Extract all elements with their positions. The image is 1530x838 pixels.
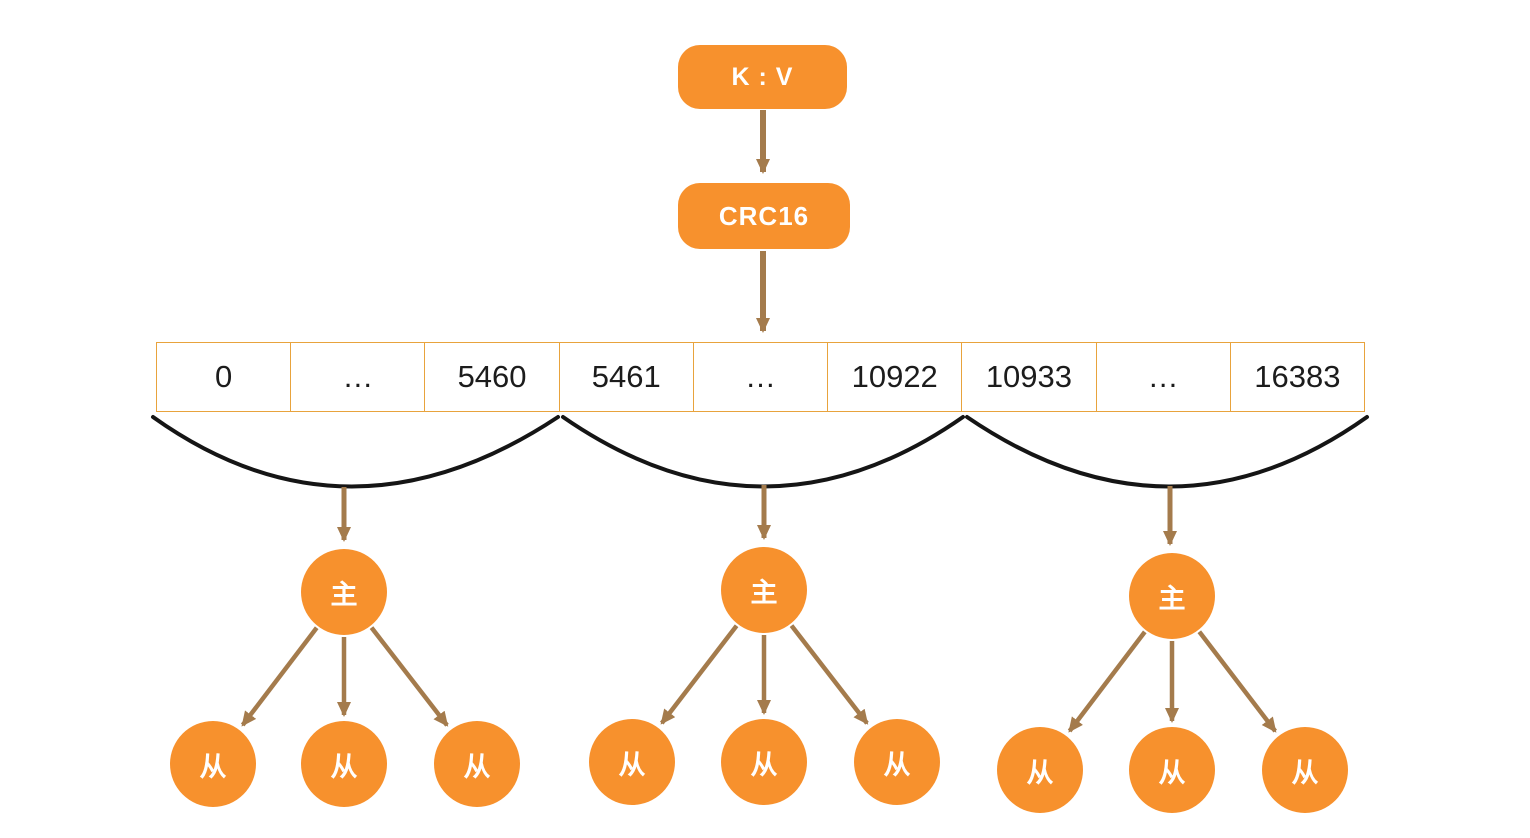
- slave-node-3-1: 从: [997, 727, 1083, 813]
- arrow-master3-to-slave1: [1067, 630, 1147, 733]
- arrow-master1-to-slave3: [369, 626, 449, 727]
- slave-node-3-3: 从: [1262, 727, 1348, 813]
- slave-node-1-1: 从: [170, 721, 256, 807]
- slot-cell-16383: 16383: [1254, 359, 1341, 394]
- master-node-3-label: 主: [1158, 583, 1186, 614]
- slave-node-1-3-label: 从: [463, 751, 491, 782]
- slot-cell-ellipsis-1: …: [291, 343, 426, 411]
- slave-node-1-1-label: 从: [199, 751, 227, 782]
- slot-cell-ellipsis-3: …: [1097, 343, 1231, 411]
- hash-slot-table: 0 … 5460 5461 … 10922 10933 … 16383: [156, 342, 1365, 412]
- key-value-label: K : V: [731, 62, 794, 91]
- master-node-3: 主: [1129, 553, 1215, 639]
- slave-node-3-3-label: 从: [1291, 757, 1319, 788]
- key-value-box: K : V: [678, 45, 847, 109]
- arrow-master1-to-slave1: [240, 626, 319, 727]
- arrow-master2-to-slave1: [660, 624, 739, 725]
- slave-node-2-3: 从: [854, 719, 940, 805]
- slot-cell-5461: 5461: [560, 343, 694, 411]
- master-node-1: 主: [301, 549, 387, 635]
- slave-node-3-1-label: 从: [1026, 757, 1054, 788]
- slave-node-3-2-label: 从: [1158, 757, 1186, 788]
- slave-node-2-3-label: 从: [883, 749, 911, 780]
- slot-cell-5460: 5460: [425, 343, 560, 411]
- slot-group-arc-1: [151, 415, 560, 489]
- slave-node-2-2-label: 从: [750, 749, 778, 780]
- arrow-master2-to-slave3: [789, 624, 869, 725]
- slave-node-1-2-label: 从: [330, 751, 358, 782]
- slot-cell-ellipsis-2: …: [694, 343, 829, 411]
- slave-node-2-1-label: 从: [618, 749, 646, 780]
- master-node-1-label: 主: [330, 579, 358, 610]
- master-node-2: 主: [721, 547, 807, 633]
- crc16-box: CRC16: [678, 183, 850, 249]
- crc16-label: CRC16: [718, 200, 810, 231]
- slave-node-3-2: 从: [1129, 727, 1215, 813]
- slot-cell-0: 0: [157, 343, 292, 411]
- slot-group-arc-2: [561, 415, 965, 489]
- master-node-2-label: 主: [750, 577, 778, 608]
- arrow-master3-to-slave3: [1197, 630, 1277, 733]
- slave-node-2-2: 从: [721, 719, 807, 805]
- slot-cell-10922: 10922: [828, 343, 963, 411]
- slave-node-1-2: 从: [301, 721, 387, 807]
- slave-node-2-1: 从: [589, 719, 675, 805]
- slave-node-1-3: 从: [434, 721, 520, 807]
- slot-group-arc-3: [965, 415, 1369, 489]
- slot-cell-10933: 10933: [962, 343, 1097, 411]
